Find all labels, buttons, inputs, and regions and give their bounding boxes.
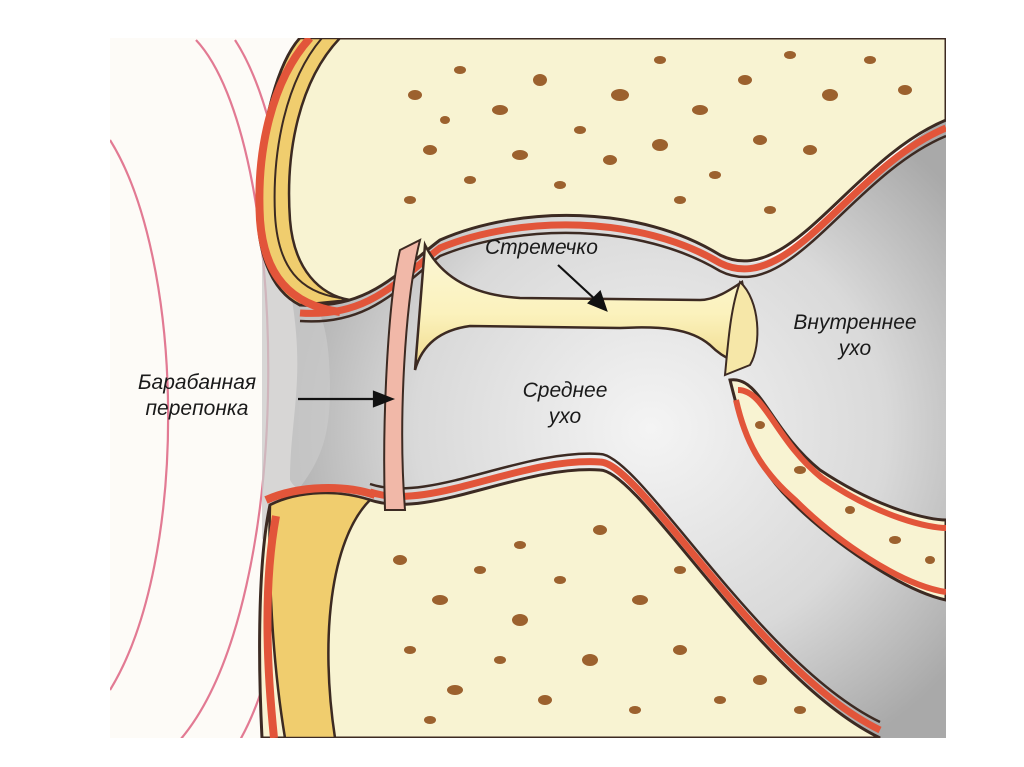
oval-window [723,280,759,377]
lower-bone-spots [393,525,806,724]
eardrum-membrane [383,238,422,511]
inner-ear-label: Внутреннее ухо [793,311,917,360]
lower-mucosa-lining [368,458,882,734]
lower-temporal-bone [258,468,881,738]
eardrum-arrowhead [372,390,396,408]
upper-skin-lining [255,38,341,316]
label-arrows [298,264,608,408]
channel-spots [755,421,935,564]
middle-ear-cavity [290,120,946,738]
stapes-arrowhead [587,289,608,312]
eardrum-label: Барабанная перепонка [137,371,257,420]
sound-wave-2 [110,139,170,691]
middle-ear-label: Среднее ухо [522,379,608,428]
stapes-arrow-line [557,264,599,303]
stapes-label: Стремечко [485,236,598,259]
upper-bone-spots [404,51,912,214]
lower-skin-lining [264,484,377,504]
